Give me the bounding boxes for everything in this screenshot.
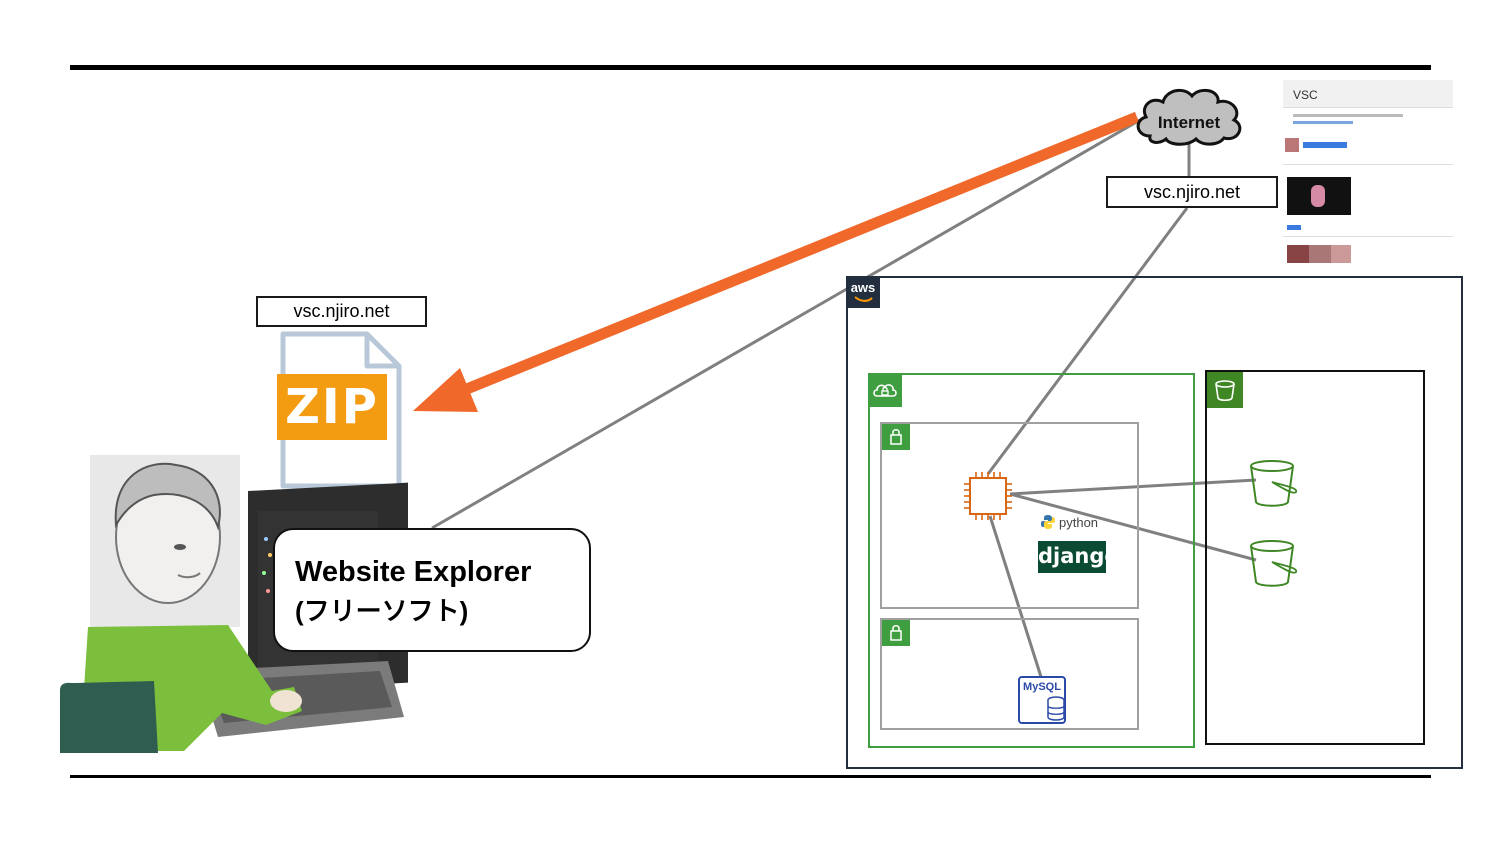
s3-container [1205,370,1425,745]
connector-ec2-bucket-2 [1009,492,1257,562]
website-screenshot: VSC [1283,80,1453,268]
domain-label-top: vsc.njiro.net [1106,176,1278,208]
subnet-lock-icon-private [882,620,910,646]
mysql-label: MySQL [1023,681,1061,693]
ec2-chip-icon [964,472,1012,520]
cloud-icon [1136,88,1242,146]
bottom-rule [70,775,1431,778]
screenshot-text-line [1293,114,1403,117]
database-cylinder-icon [1047,696,1065,721]
zip-label: ZIP [285,379,379,435]
internet-label: Internet [1157,113,1221,132]
screenshot-divider [1283,164,1453,165]
domain-label-left: vsc.njiro.net [256,296,427,327]
callout-title: Website Explorer [295,556,532,588]
screenshot-divider-2 [1283,236,1453,237]
aws-logo-icon: aws [846,276,880,308]
private-subnet [880,618,1139,730]
website-explorer-callout: Website Explorer (フリーソフト) [273,528,591,652]
screenshot-button [1287,225,1301,230]
connector-ec2-bucket-1 [1009,478,1257,496]
s3-bucket-icon-header [1207,372,1243,408]
python-logo-icon [1041,515,1055,529]
subnet-lock-icon [882,424,910,450]
screenshot-video-thumb [1287,177,1351,215]
callout-subtitle: (フリーソフト) [295,596,469,626]
python-logo-text: python [1059,514,1099,530]
screenshot-avatar-row [1285,138,1453,152]
vpc-container [868,373,1195,748]
zip-file-icon [277,331,402,489]
screenshot-image-strip [1287,245,1453,263]
s3-bucket-icon [1250,460,1298,507]
aws-logo-text: aws [850,280,876,295]
aws-smile-icon [854,296,873,302]
connector-ec2-mysql [988,515,1044,681]
screenshot-link-line [1293,121,1353,124]
connector-domain-ec2 [986,207,1189,475]
s3-bucket-icon [1250,540,1298,587]
connector-explorer-internet [431,118,1141,530]
public-subnet [880,422,1139,609]
mysql-database-icon: MySQL [1018,676,1066,724]
download-arrow [413,111,1140,412]
django-logo: django [1038,541,1119,573]
top-rule [70,65,1431,70]
python-logo: python [1040,514,1098,530]
aws-cloud-container [846,276,1463,769]
screenshot-title: VSC [1283,80,1453,108]
vpc-cloud-lock-icon [868,373,902,407]
